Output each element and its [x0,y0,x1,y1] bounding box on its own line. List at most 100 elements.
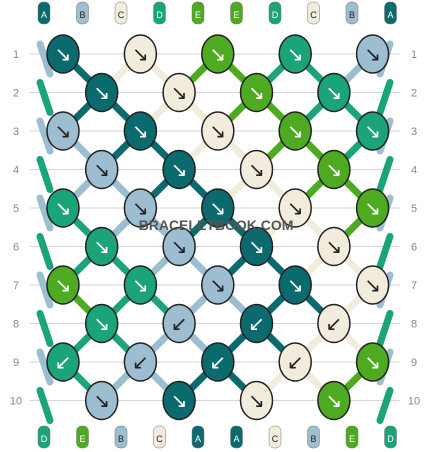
row-label-left: 3 [13,126,19,138]
knot-ellipse [317,303,351,344]
row-label-left: 1 [13,49,19,61]
knot: ↘ [201,111,235,151]
knot-ellipse [201,342,235,382]
knot-direction-arrow: ↘ [132,42,149,66]
knot-ellipse [317,226,351,267]
knot-ellipse [162,226,196,267]
knot-direction-arrow: ↙ [132,350,149,374]
knot-direction-arrow: ↘ [326,235,343,259]
top-string-end: B [76,1,89,25]
knot: ↘ [317,149,351,190]
knot-ellipse [201,111,235,151]
knot: ↙ [123,342,158,382]
knot-direction-arrow: ↙ [55,350,72,374]
string-letter: C [310,10,317,20]
knot-ellipse [123,188,158,228]
row-label-right: 1 [411,49,417,61]
row-label-right: 5 [411,203,417,215]
knot-ellipse [239,149,274,190]
knot-direction-arrow: ↘ [364,273,381,297]
knot-direction-arrow: ↘ [248,81,265,105]
string-letter: C [118,10,125,20]
bottom-string-end: A [191,425,205,449]
knot-direction-arrow: ↘ [326,158,343,182]
knot-ellipse [84,72,119,113]
string-letter: B [310,434,316,444]
knot: ↘ [46,265,80,305]
bottom-string-end: A [230,425,243,449]
row-label-right: 2 [411,88,417,100]
knot-direction-arrow: ↘ [93,158,110,182]
edge-string-segment [36,348,54,386]
knot-direction-arrow: ↙ [171,312,188,336]
knot-direction-arrow: ↘ [326,81,343,105]
knot-ellipse [46,111,80,151]
top-string-end: C [307,1,320,25]
edge-string-segment [36,387,54,424]
string-letter: E [195,10,201,20]
string-tab [230,425,243,449]
knot: ↘ [201,265,235,305]
string-tab [307,425,320,449]
knot: ↙ [239,303,274,344]
knot: ↘ [84,72,119,113]
string-tab [345,1,359,25]
knot: ↘ [162,72,196,113]
knot-direction-arrow: ↙ [287,350,304,374]
knot: ↘ [162,149,196,190]
knot-direction-arrow: ↘ [364,196,381,220]
edge-string-segment [376,233,394,270]
knot-direction-arrow: ↘ [93,235,110,259]
knot-ellipse [355,188,390,228]
watermark-text: BRACELETBOOK.COM [139,217,294,233]
string-letter: D [272,10,279,20]
row-label-right: 9 [411,357,417,369]
row-label-left: 7 [13,280,19,292]
knot-direction-arrow: ↘ [93,81,110,105]
knot-ellipse [123,34,158,74]
knot: ↘ [355,111,390,151]
edge-string-segment [376,310,394,347]
knot-direction-arrow: ↘ [287,42,304,66]
bottom-string-end: C [153,425,166,449]
string-letter: E [79,434,85,444]
knot: ↘ [84,303,119,344]
knot-ellipse [278,111,312,151]
knot: ↘ [278,34,312,74]
row-label-left: 10 [10,396,22,408]
knot: ↘ [201,188,235,228]
top-string-end: A [37,1,51,25]
knot-direction-arrow: ↘ [93,389,110,413]
edge-string-segment [36,117,54,155]
row-label-left: 6 [13,242,19,254]
row-label-right: 3 [411,126,417,138]
row-label-right: 10 [408,396,420,408]
knot-ellipse [355,342,390,382]
knot: ↘ [46,188,80,228]
string-tab [307,1,320,25]
knot: ↘ [84,149,119,190]
string-letter: B [349,10,355,20]
string-letter: E [349,434,355,444]
knot-ellipse [84,226,119,267]
knot: ↘ [84,226,119,267]
edge-string-segment [36,310,54,347]
knot-ellipse [84,149,119,190]
bottom-string-end: D [384,425,397,449]
string-tab [345,425,359,449]
knot-direction-arrow: ↘ [55,196,72,220]
knot: ↙ [278,342,312,382]
string-tab [191,425,205,449]
knot-ellipse [123,111,158,151]
knot-direction-arrow: ↘ [132,119,149,143]
knot-direction-arrow: ↘ [248,235,265,259]
string-letter: D [156,10,163,20]
string-letter: E [233,10,239,20]
knot-direction-arrow: ↘ [248,389,265,413]
knot: ↘ [355,265,390,305]
edge-string-segment [376,156,394,193]
string-tab [230,1,243,25]
knot: ↘ [201,34,235,74]
knot: ↘ [123,188,158,228]
knot-direction-arrow: ↘ [55,119,72,143]
